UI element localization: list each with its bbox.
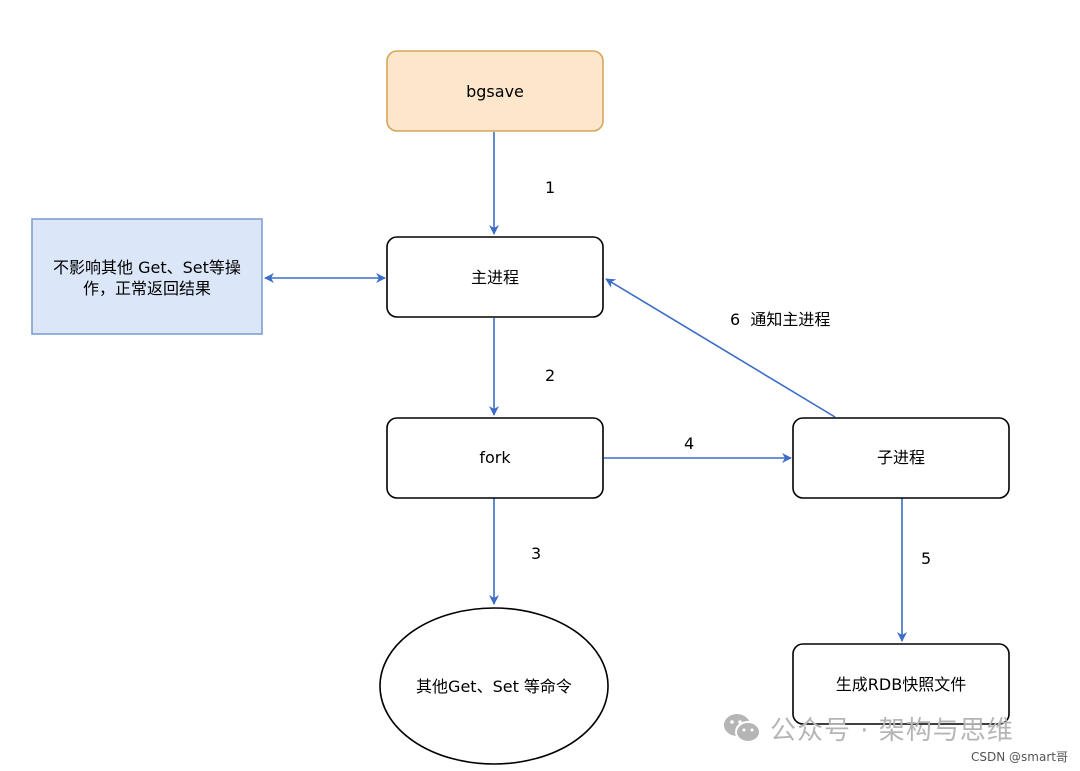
node-bgsave-label: bgsave xyxy=(466,82,524,101)
csdn-credit: CSDN @smart哥 xyxy=(971,750,1068,764)
node-child-process-label: 子进程 xyxy=(877,448,925,467)
watermark: 公众号 · 架构与思维 xyxy=(722,706,1014,750)
node-rdb-snapshot-label: 生成RDB快照文件 xyxy=(836,675,966,694)
node-fork-label: fork xyxy=(479,448,511,467)
node-no-impact-line2: 作，正常返回结果 xyxy=(83,279,211,298)
node-other-commands-label: 其他Get、Set 等命令 xyxy=(416,677,572,696)
edge-label-2: 2 xyxy=(545,366,555,385)
node-child-process: 子进程 xyxy=(792,417,1010,499)
edge-label-5: 5 xyxy=(921,549,931,568)
watermark-text: 公众号 · 架构与思维 xyxy=(770,715,1014,746)
node-no-impact-line1: 不影响其他 Get、Set等操 xyxy=(53,258,241,277)
node-other-commands: 其他Get、Set 等命令 xyxy=(379,607,609,765)
wechat-icon xyxy=(724,714,761,743)
node-fork: fork xyxy=(386,417,604,499)
edge-child-to-main xyxy=(605,278,836,418)
node-main-process-label: 主进程 xyxy=(471,268,519,287)
edge-label-1: 1 xyxy=(545,178,555,197)
edge-label-4: 4 xyxy=(684,434,694,453)
node-bgsave: bgsave xyxy=(386,50,604,132)
edge-label-3: 3 xyxy=(531,544,541,563)
node-rdb-snapshot: 生成RDB快照文件 xyxy=(792,643,1010,725)
node-main-process: 主进程 xyxy=(386,236,604,318)
node-no-impact-note: 不影响其他 Get、Set等操 作，正常返回结果 xyxy=(31,218,263,335)
edge-label-6: 6 通知主进程 xyxy=(730,310,830,329)
